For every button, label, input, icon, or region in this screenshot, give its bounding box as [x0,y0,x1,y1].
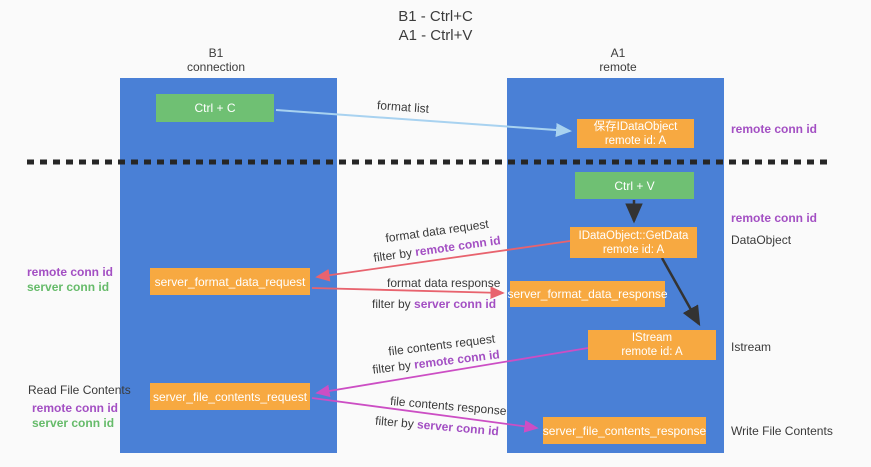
idataobject-getdata-line1: IDataObject::GetData [578,229,689,242]
server-file-contents-request-label: server_file_contents_request [152,389,308,404]
diagram-title: B1 - Ctrl+C A1 - Ctrl+V [0,7,871,45]
ctrl-c-box: Ctrl + C [156,94,274,122]
server-format-data-request-label: server_format_data_request [154,274,306,289]
server-file-contents-request-box: server_file_contents_request [150,383,310,410]
ctrl-v-box: Ctrl + V [575,172,694,199]
lane-header-a1: A1 remote [548,46,688,74]
left-remote-conn-id-annotation-2: remote conn id [32,401,119,415]
save-idataobject-line2: remote id: A [604,134,667,147]
remote-conn-id-annotation-mid: remote conn id [731,211,818,225]
lane-a1-role: remote [599,60,637,74]
idataobject-getdata-box: IDataObject::GetData remote id: A [570,227,697,258]
format-list-label: format list [376,98,430,116]
title-line-2: A1 - Ctrl+V [398,27,473,44]
server-file-contents-response-box: server_file_contents_response [543,417,706,444]
istream-line2: remote id: A [621,346,683,358]
format-data-response-label: format data response [387,276,501,290]
save-idataobject-line1: 保存IDataObject [593,120,678,133]
server-conn-id-key: server conn id [414,297,497,311]
lane-b1-role: connection [186,60,246,74]
save-idataobject-box: 保存IDataObject remote id: A [577,119,694,148]
istream-box: IStream remote id: A [588,330,716,360]
istream-line1: IStream [631,332,673,344]
server-format-data-response-box: server_format_data_response [507,281,668,307]
filter-by-text: filter by [374,413,418,432]
read-file-contents-annotation: Read File Contents [28,383,131,397]
lane-b1-name: B1 [208,46,224,60]
server-format-data-response-label: server_format_data_response [507,287,668,301]
lane-a1-name: A1 [610,46,626,60]
filter-by-text: filter by [372,297,415,311]
lane-header-b1: B1 connection [146,46,286,74]
left-remote-conn-id-annotation-1: remote conn id [27,265,114,279]
left-server-conn-id-annotation-1: server conn id [27,280,110,294]
server-file-contents-response-label: server_file_contents_response [542,423,707,438]
ctrl-v-label: Ctrl + V [614,178,655,193]
filter-by-server-conn-id-label-1: filter by server conn id [372,297,496,311]
ctrl-c-label: Ctrl + C [194,101,236,115]
filter-by-text: filter by [371,357,416,377]
file-contents-response-label: file contents response [389,393,508,419]
filter-by-server-conn-id-label-2: filter by server conn id [375,414,500,439]
filter-by-text: filter by [372,245,417,265]
remote-conn-id-annotation-top: remote conn id [731,122,818,136]
dataobject-annotation: DataObject [731,233,792,247]
left-server-conn-id-annotation-2: server conn id [32,416,115,430]
idataobject-getdata-line2: remote id: A [602,243,665,256]
write-file-contents-annotation: Write File Contents [731,424,833,438]
title-line-1: B1 - Ctrl+C [398,8,473,25]
server-conn-id-key: server conn id [416,417,500,439]
istream-annotation: Istream [731,340,772,354]
server-format-data-request-box: server_format_data_request [150,268,310,295]
